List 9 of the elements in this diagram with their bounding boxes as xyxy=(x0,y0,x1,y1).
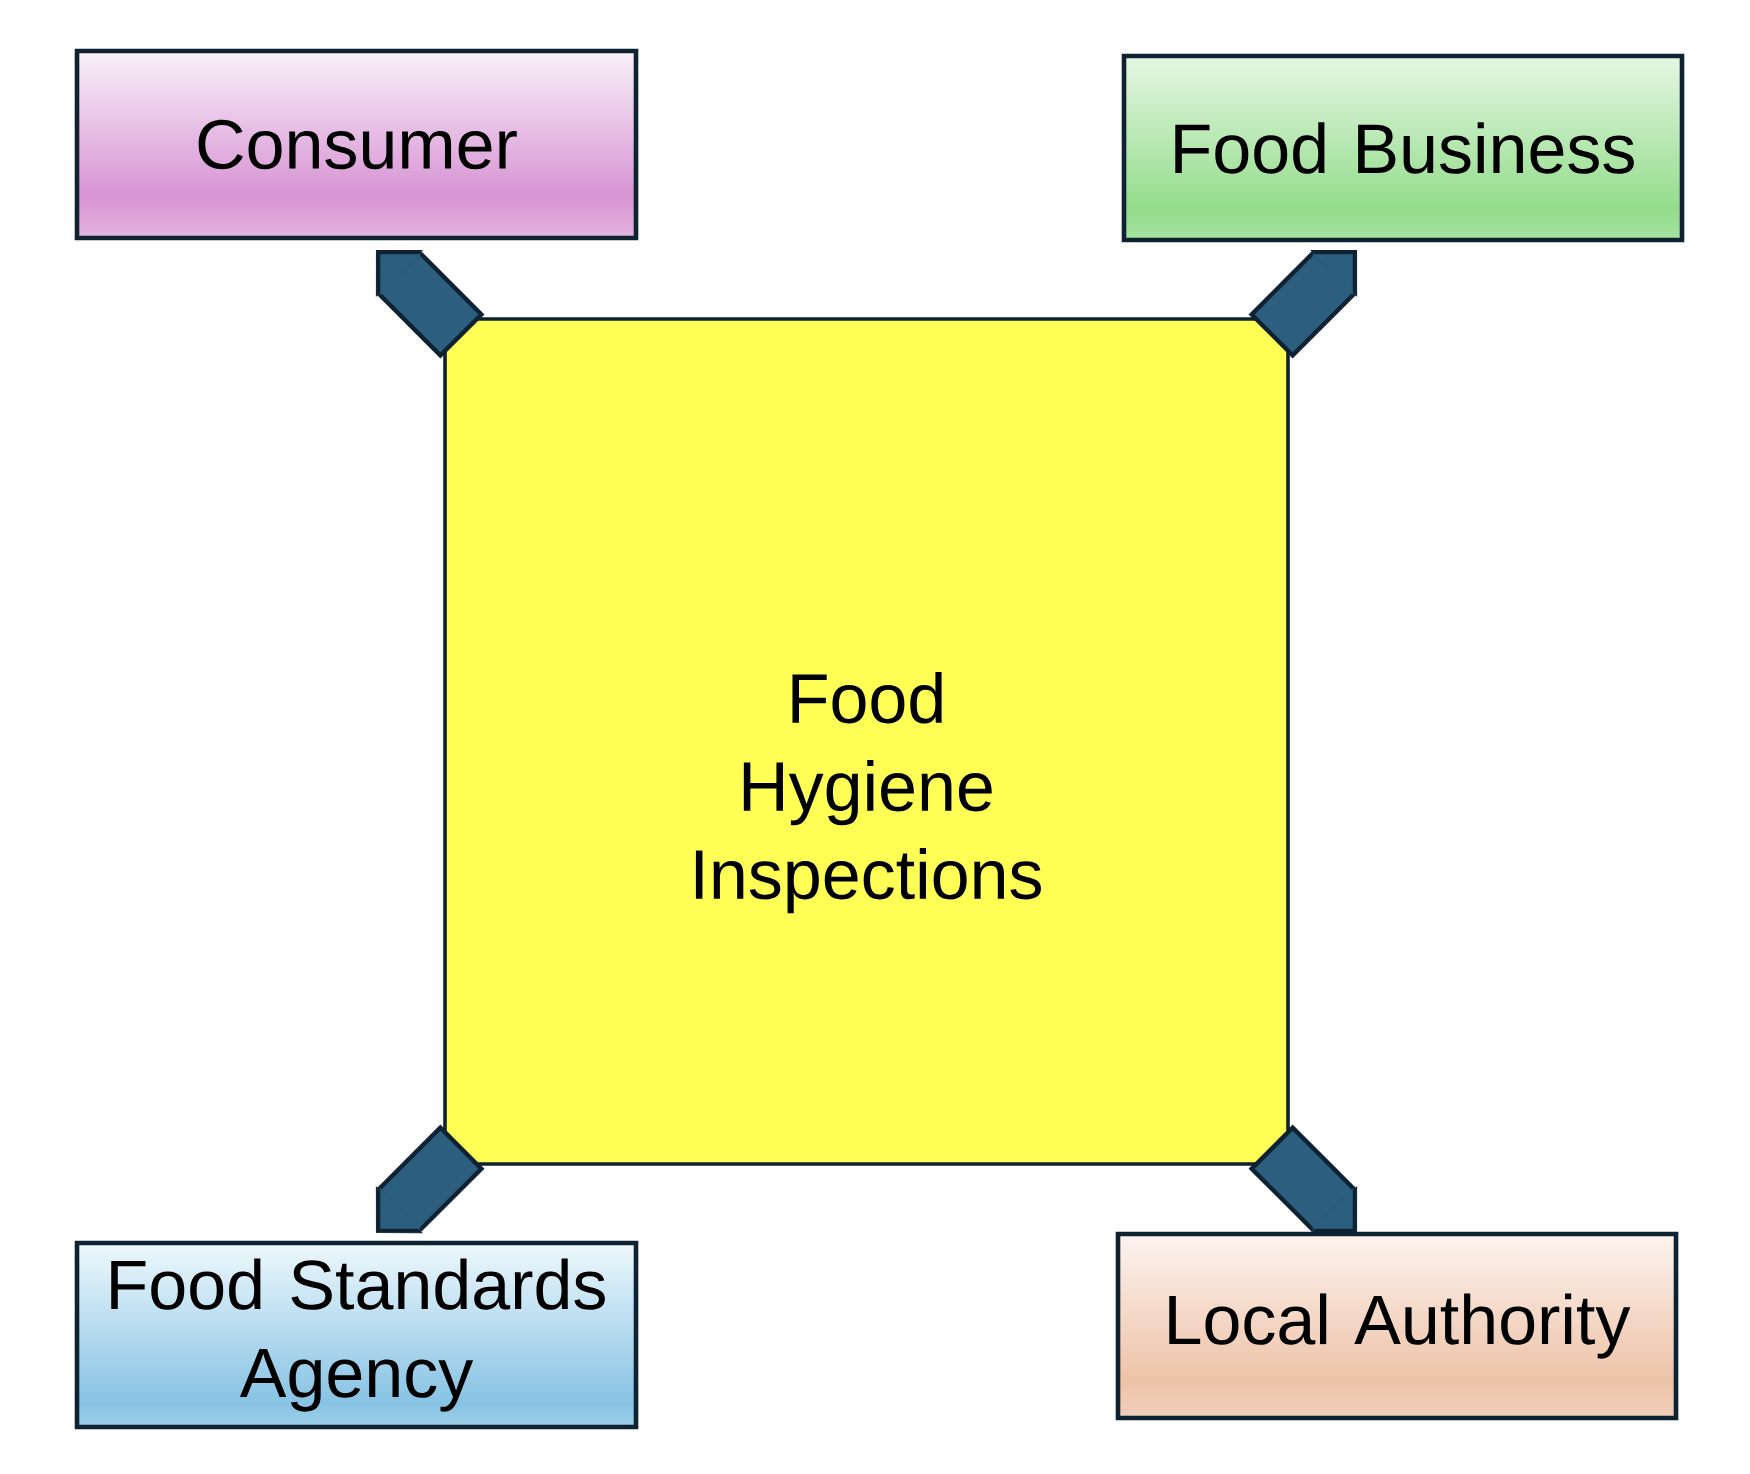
block-arrow xyxy=(375,249,485,359)
label-box: Food Standards Agency xyxy=(74,1240,639,1430)
central-box: Food Hygiene Inspections xyxy=(443,317,1290,1166)
block-arrow xyxy=(1248,1124,1358,1234)
block-arrow xyxy=(1248,249,1358,359)
label-box: Food Business xyxy=(1121,53,1685,243)
label-box: Local Authority xyxy=(1115,1231,1679,1421)
label-box: Consumer xyxy=(74,48,639,241)
block-arrow xyxy=(375,1124,485,1234)
